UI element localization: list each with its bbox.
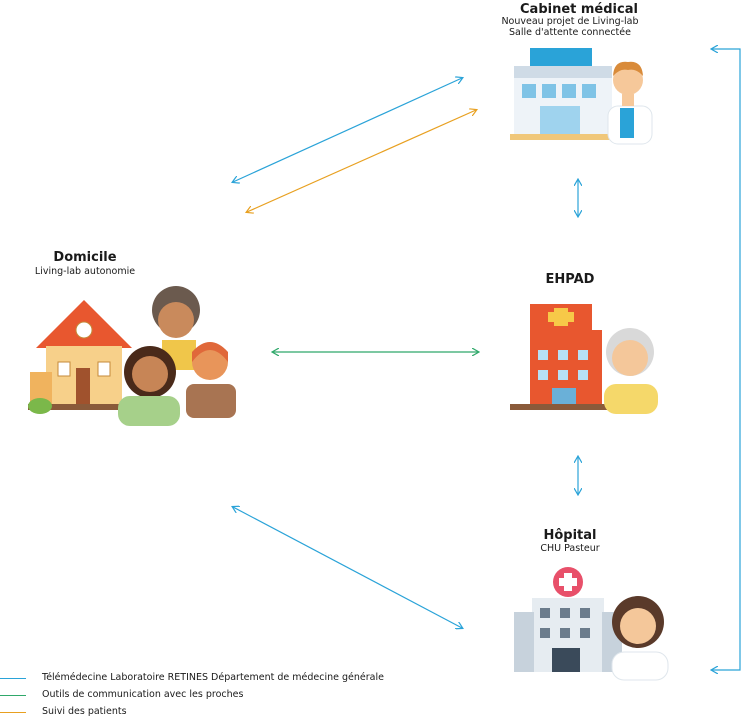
legend-label-telemed: Télémédecine Laboratoire RETINES Départe… — [42, 672, 384, 683]
ehpad-illustration — [510, 304, 658, 414]
edge-domicile-cabinet-telemed — [233, 78, 462, 182]
legend-label-comm: Outils de communication avec les proches — [42, 689, 244, 700]
ehpad-title: EHPAD — [545, 272, 595, 287]
cabinet-subtitle-1: Nouveau projet de Living-lab — [501, 16, 639, 27]
cabinet-subtitle-2: Salle d'attente connectée — [509, 27, 631, 38]
hopital-illustration — [514, 567, 669, 681]
cabinet-title: Cabinet médical — [520, 2, 638, 17]
domicile-title: Domicile — [53, 250, 117, 265]
domicile-subtitle: Living-lab autonomie — [34, 266, 136, 277]
edge-domicile-cabinet-suivi — [247, 110, 476, 212]
legend-swatch-telemed — [0, 678, 26, 679]
domicile-illustration — [28, 286, 236, 426]
cabinet-illustration — [510, 48, 653, 145]
hopital-subtitle: CHU Pasteur — [540, 543, 600, 554]
legend-swatch-comm — [0, 695, 26, 696]
hopital-title: Hôpital — [543, 528, 597, 543]
legend-swatch-suivi — [0, 712, 26, 713]
edge-domicile-hopital-telemed — [233, 507, 462, 628]
legend-label-suivi: Suivi des patients — [42, 706, 127, 717]
edge-cabinet-hopital — [712, 49, 741, 670]
